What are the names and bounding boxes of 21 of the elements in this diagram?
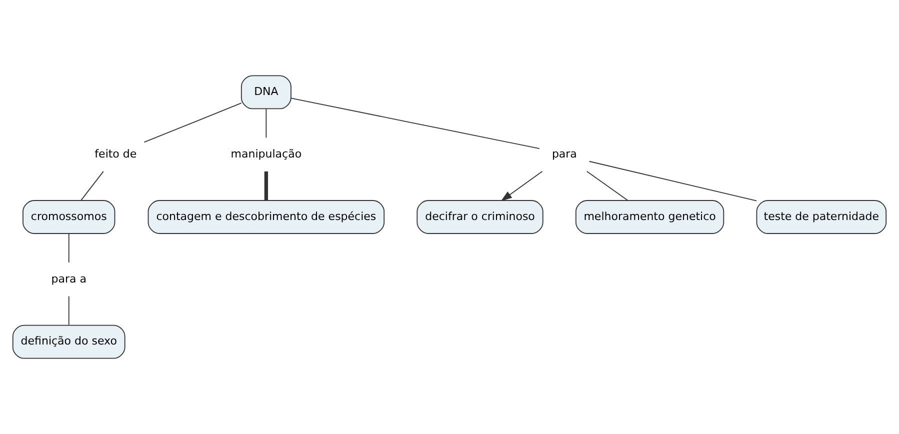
connector [68, 233, 70, 263]
connector [290, 98, 540, 150]
node-box: definição do sexo [12, 324, 126, 359]
arrow [500, 170, 543, 202]
connector [144, 102, 242, 143]
node-box: DNA [240, 75, 292, 110]
connector [68, 296, 70, 326]
connector [80, 170, 104, 201]
node-box: decifrar o criminoso [416, 200, 544, 234]
node-box: teste de paternidade [756, 200, 887, 234]
node-box: cromossomos [22, 200, 116, 234]
connector [266, 108, 267, 138]
node-text: manipulação [230, 147, 302, 160]
node-text: feito de [94, 147, 137, 160]
node-box: contagem e descobrimento de espécies [148, 200, 385, 234]
connector [588, 160, 758, 202]
connector [264, 171, 268, 200]
connector [586, 170, 628, 201]
node-text: para [552, 147, 577, 160]
node-text: para a [51, 272, 86, 286]
node-box: melhoramento genetico [575, 200, 724, 234]
